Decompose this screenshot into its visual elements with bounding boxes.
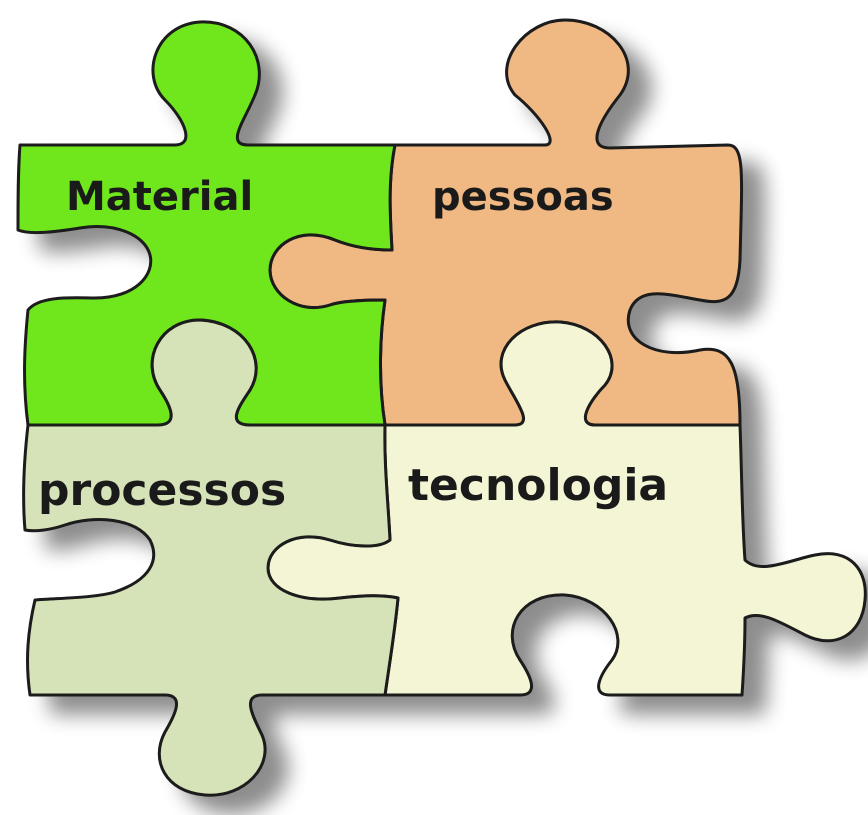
puzzle-piece-processos: [22, 318, 400, 797]
label-tecnologia: tecnologia: [408, 460, 668, 511]
label-material: Material: [66, 174, 253, 220]
label-processos: processos: [38, 465, 286, 516]
label-pessoas: pessoas: [432, 174, 614, 220]
puzzle-piece-material: [16, 20, 397, 427]
